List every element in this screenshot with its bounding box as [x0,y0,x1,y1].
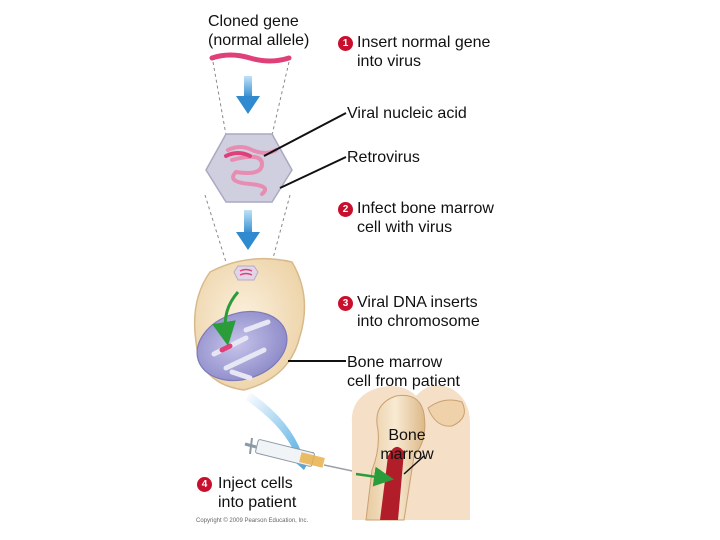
bone-marrow-cell-label-line1: Bone marrow [347,354,443,371]
step-3-badge: 3 [338,296,353,311]
integration-arrow-icon [212,291,240,346]
step-3-label-line2: into chromosome [357,313,480,330]
bone-marrow-label: Bone marrow [376,426,438,464]
copyright-notice: Copyright © 2009 Pearson Education, Inc. [196,518,309,524]
step-4-badge: 4 [197,477,212,492]
step-2-badge: 2 [338,202,353,217]
step-2-label: Infect bone marrow cell with virus [357,199,494,237]
funnel-guides [204,61,291,263]
step-4-label-line2: into patient [218,494,297,511]
step-4-label: Inject cells into patient [218,474,296,512]
bone-marrow-cell-label-line2: cell from patient [347,373,460,390]
step-3-label: Viral DNA inserts into chromosome [357,293,480,331]
bone-marrow-label-line2: marrow [380,446,434,463]
bone-marrow-cell-label: Bone marrow cell from patient [347,353,460,391]
cloned-gene-label-line1: Cloned gene [208,13,299,30]
retrovirus-label: Retrovirus [347,149,420,166]
step-1-badge: 1 [338,36,353,51]
inserted-gene [219,343,233,353]
bone-marrow-label-line1: Bone [388,427,426,444]
syringe-icon [244,437,377,477]
leader-lines [263,112,347,362]
virus-in-cell [233,265,259,281]
cloned-gene-label-line2: (normal allele) [208,32,310,49]
step-2-label-line1: Infect bone marrow [357,200,494,217]
step-1-label-line1: Insert normal gene [357,34,491,51]
down-arrow-icon [236,210,260,250]
viral-nucleic-acid-label: Viral nucleic acid [347,105,467,122]
step-1-label-line2: into virus [357,53,422,70]
injection-arrow-icon [355,466,394,487]
step-1-label: Insert normal gene into virus [357,33,490,71]
cloned-gene-label: Cloned gene (normal allele) [208,12,309,50]
bone-marrow-cell [193,257,306,391]
down-arrow-icon [236,76,260,114]
step-3-label-line1: Viral DNA inserts [357,294,478,311]
retrovirus-particle [205,133,293,203]
step-4-label-line1: Inject cells [218,475,293,492]
step-2-label-line2: cell with virus [357,219,453,236]
cloned-gene-strand [209,52,292,64]
